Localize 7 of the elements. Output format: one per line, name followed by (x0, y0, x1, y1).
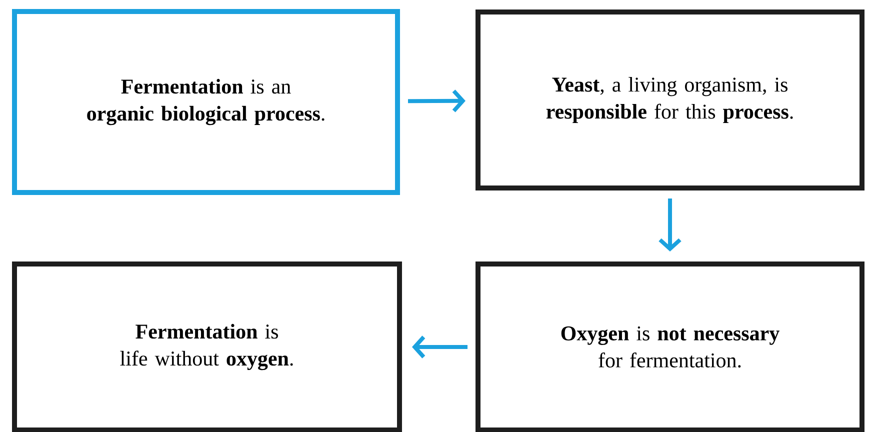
text-box: Oxygen is not necessary for fermentation. (476, 262, 864, 432)
arrow (658, 198, 682, 252)
arrow (408, 90, 466, 112)
text-box: Fermentation is life without oxygen. (12, 262, 402, 432)
text-box: Fermentation is an organic biological process. (12, 9, 400, 195)
text-box: Yeast, a living organism, is responsible for this process. (476, 10, 864, 190)
arrow (412, 336, 468, 358)
